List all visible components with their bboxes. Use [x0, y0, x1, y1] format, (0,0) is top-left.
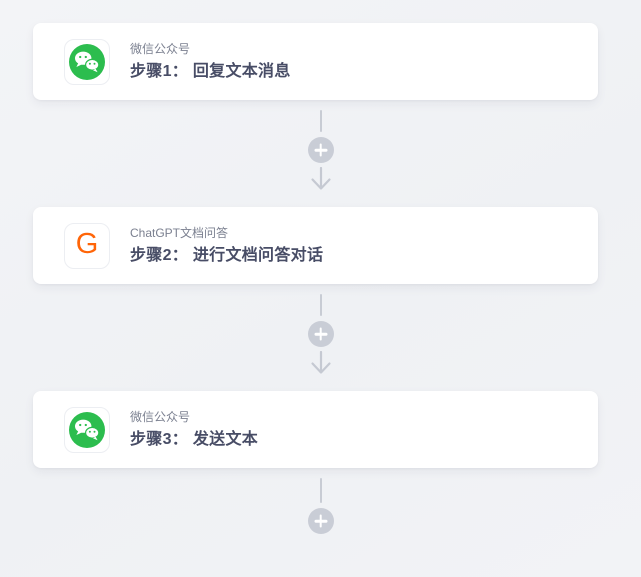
- step-card-text: 微信公众号 步骤3： 发送文本: [130, 410, 258, 450]
- arrow-down-icon: [310, 351, 331, 374]
- step-card-text: 微信公众号 步骤1： 回复文本消息: [130, 42, 291, 82]
- app-label: ChatGPT文档问答: [130, 225, 229, 240]
- step-title: 步骤2： 进行文档问答对话: [130, 246, 324, 264]
- step-card-text: ChatGPT文档问答 步骤2： 进行文档问答对话: [130, 226, 323, 266]
- connector-line: [319, 294, 322, 316]
- chatgpt-g-letter: G: [75, 228, 99, 260]
- step-card-3[interactable]: 微信公众号 步骤3： 发送文本: [33, 391, 598, 468]
- arrow-down-icon: [310, 167, 331, 190]
- app-label: 微信公众号: [130, 409, 191, 424]
- step-card-1[interactable]: 微信公众号 步骤1： 回复文本消息: [33, 23, 598, 100]
- add-step-button[interactable]: [307, 508, 334, 534]
- add-step-button[interactable]: [307, 321, 334, 347]
- connector-1: [0, 100, 641, 207]
- wechat-icon: [64, 406, 110, 453]
- step-title: 步骤1： 回复文本消息: [130, 62, 291, 80]
- step-title: 步骤3： 发送文本: [130, 430, 259, 448]
- chatgpt-icon: G: [64, 222, 110, 269]
- app-label: 微信公众号: [130, 41, 191, 56]
- connector-line: [319, 110, 322, 132]
- add-step-button[interactable]: [307, 137, 334, 163]
- connector-3: [0, 468, 641, 534]
- step-card-2[interactable]: G ChatGPT文档问答 步骤2： 进行文档问答对话: [33, 207, 598, 284]
- connector-line: [319, 478, 322, 503]
- wechat-icon: [64, 38, 110, 85]
- connector-2: [0, 284, 641, 391]
